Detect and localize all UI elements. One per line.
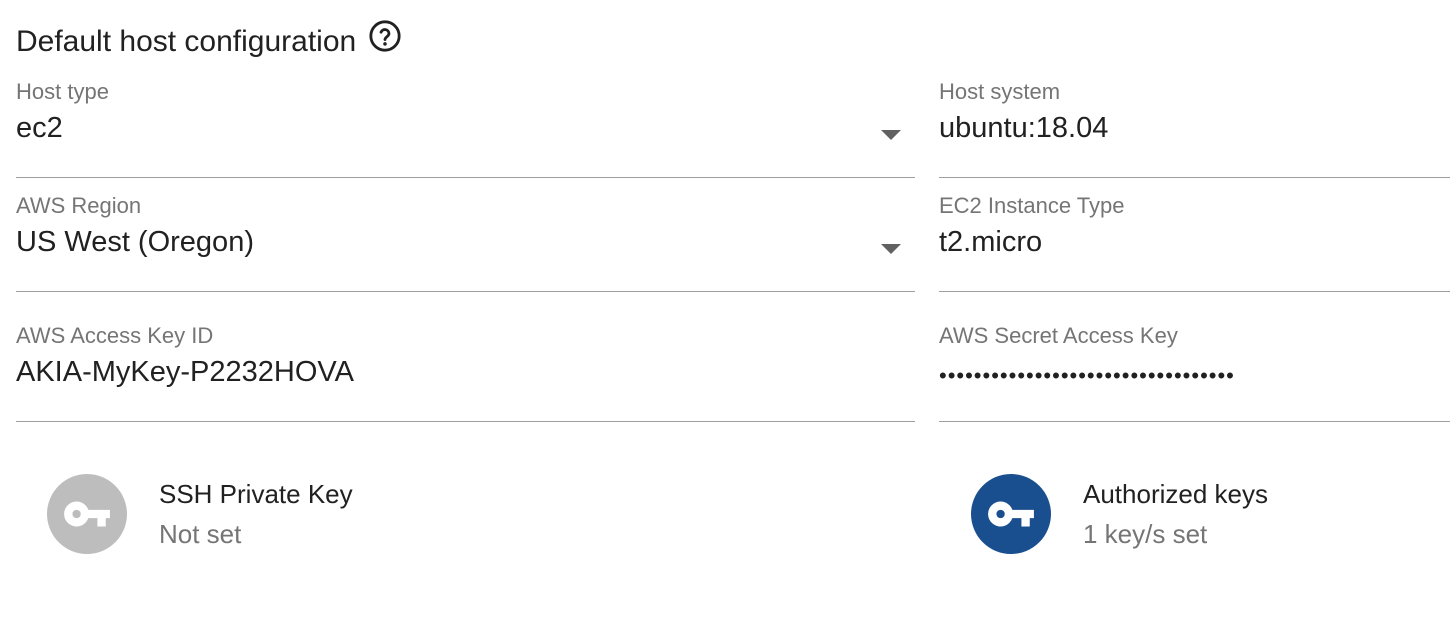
ec2-instance-type-field[interactable]: EC2 Instance Type t2.micro [939,192,1450,292]
ec2-instance-type-label: EC2 Instance Type [939,193,1125,218]
dropdown-arrow-icon[interactable] [881,130,901,140]
key-icon [986,489,1036,539]
ssh-key-avatar[interactable] [47,474,127,554]
key-icon [62,489,112,539]
section-header: Default host configuration [16,20,402,64]
aws-region-select[interactable]: AWS Region US West (Oregon) [16,192,915,292]
ssh-private-key-text: SSH Private Key Not set [159,474,353,554]
field-underline [939,291,1450,292]
host-system-value[interactable]: ubuntu:18.04 [939,112,1109,144]
ssh-private-key-item[interactable]: SSH Private Key Not set [47,474,353,554]
ssh-private-key-title: SSH Private Key [159,479,353,509]
aws-secret-access-key-label: AWS Secret Access Key [939,323,1178,348]
field-underline [939,177,1450,178]
authorized-keys-item[interactable]: Authorized keys 1 key/s set [971,474,1268,554]
aws-secret-access-key-field[interactable]: AWS Secret Access Key ••••••••••••••••••… [939,322,1450,422]
aws-region-label: AWS Region [16,193,142,218]
host-system-label: Host system [939,79,1061,104]
host-type-label: Host type [16,79,109,104]
field-underline [939,421,1450,422]
authorized-keys-text: Authorized keys 1 key/s set [1083,474,1268,554]
ec2-instance-type-value[interactable]: t2.micro [939,226,1043,258]
authorized-keys-status: 1 key/s set [1083,519,1208,549]
field-underline [16,291,915,292]
aws-access-key-id-label: AWS Access Key ID [16,323,214,348]
dropdown-arrow-icon[interactable] [881,244,901,254]
host-system-field[interactable]: Host system ubuntu:18.04 [939,78,1450,178]
host-type-select[interactable]: Host type ec2 [16,78,915,178]
authorized-keys-avatar[interactable] [971,474,1051,554]
field-underline [16,421,915,422]
aws-access-key-id-field[interactable]: AWS Access Key ID AKIA-MyKey-P2232HOVA [16,322,915,422]
page-title: Default host configuration [16,25,357,58]
field-underline [16,177,915,178]
ssh-private-key-status: Not set [159,519,242,549]
aws-access-key-id-value[interactable]: AKIA-MyKey-P2232HOVA [16,356,354,388]
aws-region-value[interactable]: US West (Oregon) [16,226,254,258]
aws-secret-access-key-value[interactable]: •••••••••••••••••••••••••••••••••• [939,363,1235,388]
host-type-value[interactable]: ec2 [16,112,63,144]
help-circle-icon[interactable] [368,19,402,53]
authorized-keys-title: Authorized keys [1083,479,1268,509]
